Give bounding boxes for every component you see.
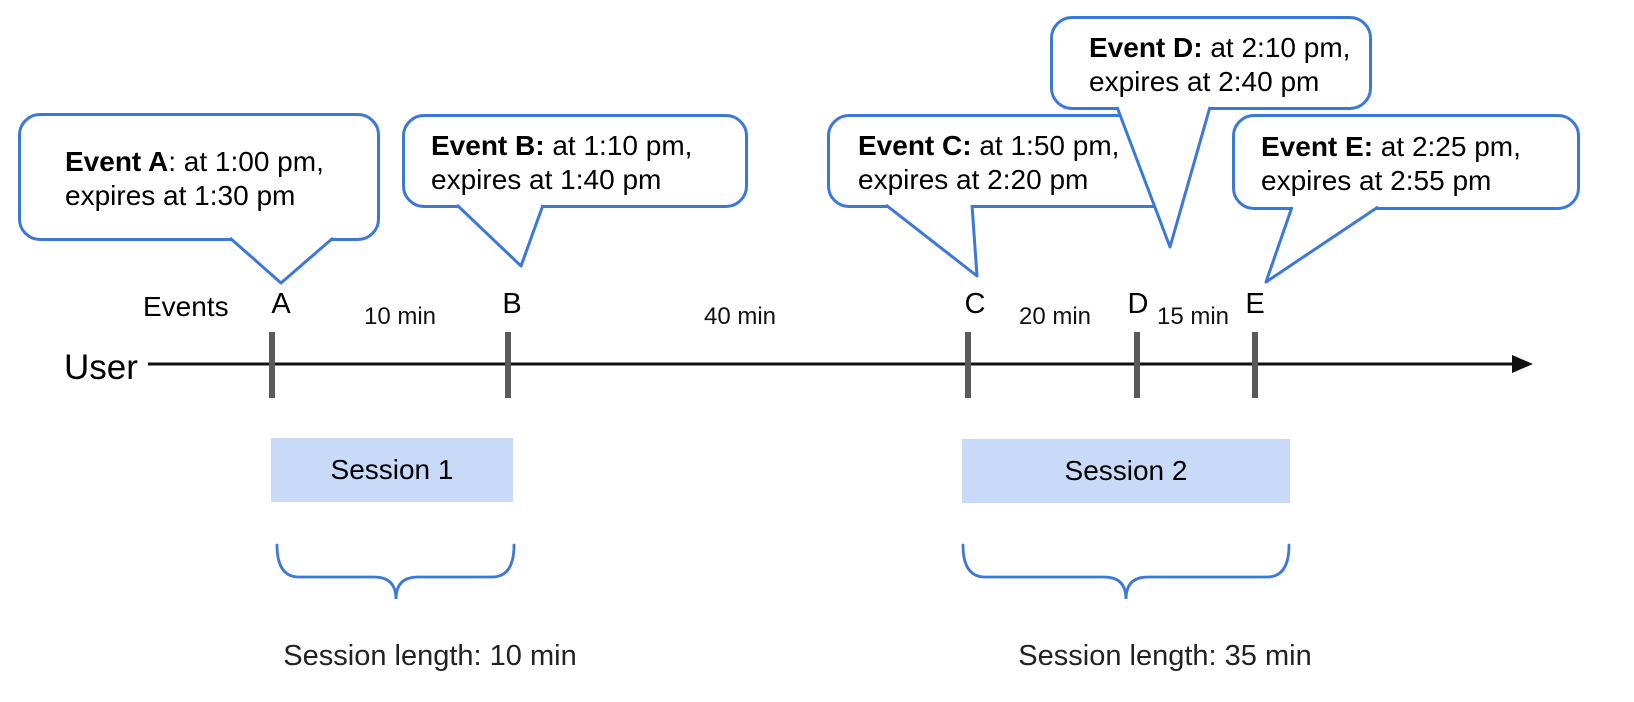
event-e-callout-tail bbox=[1264, 205, 1379, 284]
event-c-time: at 1:50 pm, bbox=[971, 130, 1120, 161]
event-a-callout-line1: Event A: at 1:00 pm, bbox=[65, 145, 377, 179]
interval-c-d-label: 20 min bbox=[1018, 303, 1092, 330]
events-row-label: Events bbox=[143, 291, 229, 322]
event-c-callout-line1: Event C: at 1:50 pm, bbox=[858, 129, 1174, 163]
session-2-brace bbox=[961, 543, 1291, 600]
session-2-bar: Session 2 bbox=[962, 439, 1290, 503]
event-a-title: Event A bbox=[65, 146, 169, 177]
event-e-time: at 2:25 pm, bbox=[1373, 131, 1521, 162]
event-d-callout: Event D: at 2:10 pm, expires at 2:40 pm bbox=[1050, 16, 1372, 110]
event-b-callout: Event B: at 1:10 pm, expires at 1:40 pm bbox=[402, 114, 748, 208]
event-e-callout-line1: Event E: at 2:25 pm, bbox=[1261, 130, 1577, 164]
session-1-brace bbox=[275, 543, 516, 600]
event-a-expiry: expires at 1:30 pm bbox=[65, 180, 296, 211]
event-a-letter: A bbox=[271, 288, 291, 320]
event-d-title: Event D: bbox=[1089, 32, 1203, 63]
event-e-callout: Event E: at 2:25 pm, expires at 2:55 pm bbox=[1232, 114, 1580, 210]
event-c-callout-tail bbox=[885, 203, 979, 278]
event-c-callout: Event C: at 1:50 pm, expires at 2:20 pm bbox=[827, 114, 1177, 208]
event-b-tick bbox=[505, 332, 511, 398]
session-2-label: Session 2 bbox=[1064, 455, 1188, 486]
event-e-title: Event E: bbox=[1261, 131, 1374, 162]
event-d-expiry: expires at 2:40 pm bbox=[1089, 66, 1320, 97]
session-1-length-label: Session length: 10 min bbox=[283, 640, 577, 672]
event-e-letter: E bbox=[1245, 288, 1265, 320]
user-axis-label: User bbox=[64, 348, 138, 387]
event-b-callout-tail bbox=[455, 203, 545, 268]
session-1-label: Session 1 bbox=[330, 454, 454, 485]
event-a-time: : at 1:00 pm, bbox=[168, 146, 324, 177]
event-c-letter: C bbox=[964, 288, 986, 320]
event-b-letter: B bbox=[502, 288, 522, 320]
event-a-callout-tail bbox=[229, 236, 334, 285]
interval-d-e-label: 15 min bbox=[1156, 303, 1230, 330]
event-e-expiry: expires at 2:55 pm bbox=[1261, 165, 1492, 196]
session-1-bar: Session 1 bbox=[271, 438, 513, 502]
event-d-letter: D bbox=[1127, 288, 1149, 320]
event-a-callout: Event A: at 1:00 pm, expires at 1:30 pm bbox=[18, 113, 380, 241]
event-c-expiry: expires at 2:20 pm bbox=[858, 164, 1089, 195]
event-d-callout-line1: Event D: at 2:10 pm, bbox=[1089, 31, 1369, 65]
interval-a-b-label: 10 min bbox=[363, 303, 437, 330]
interval-b-c-label: 40 min bbox=[703, 303, 777, 330]
session-2-length-label: Session length: 35 min bbox=[1018, 640, 1312, 672]
event-b-time: at 1:10 pm, bbox=[544, 130, 693, 161]
event-d-time: at 2:10 pm, bbox=[1202, 32, 1351, 63]
timeline-arrowhead-icon bbox=[1512, 355, 1533, 373]
event-c-title: Event C: bbox=[858, 130, 972, 161]
event-b-expiry: expires at 1:40 pm bbox=[431, 164, 662, 195]
event-b-title: Event B: bbox=[431, 130, 545, 161]
event-b-callout-line1: Event B: at 1:10 pm, bbox=[431, 129, 745, 163]
event-d-tick bbox=[1134, 332, 1140, 398]
event-e-tick bbox=[1252, 332, 1258, 398]
event-c-tick bbox=[965, 332, 971, 398]
event-a-tick bbox=[269, 332, 275, 398]
